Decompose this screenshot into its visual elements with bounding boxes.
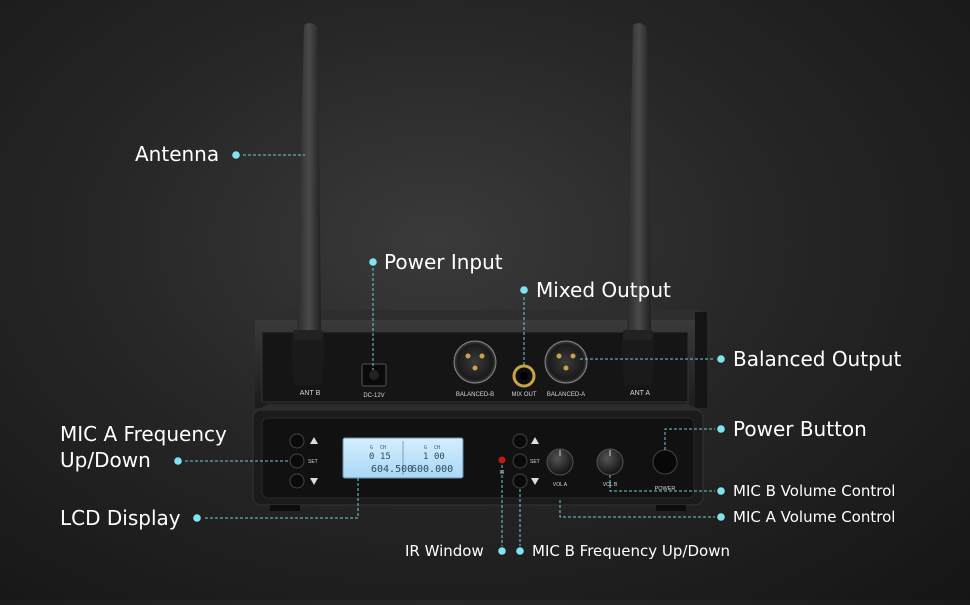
lcd-channel-b: 00 — [434, 452, 445, 462]
leader-lcd — [205, 478, 359, 519]
antenna-b-whip — [297, 23, 321, 330]
set-a-label: SET — [308, 459, 318, 465]
mic-a-down-button[interactable] — [289, 473, 305, 489]
callout-balanced-output: Balanced Output — [733, 347, 902, 371]
callout-mic-a-freq-line1: MIC A Frequency — [60, 422, 227, 446]
xlr-pin — [479, 353, 485, 359]
xlr-balanced-a — [544, 340, 588, 384]
leader-mic-b-volume — [609, 475, 715, 492]
xlr-pin — [563, 365, 569, 371]
callout-mic-a-volume: MIC A Volume Control — [733, 508, 896, 526]
xlr-pin — [465, 353, 471, 359]
lcd-display: G CH 0 15 604.500 G CH 1 00 600.000 — [342, 437, 464, 479]
antenna-a-base — [621, 340, 655, 385]
ant-a-label: ANT A — [630, 390, 650, 397]
dot-balanced-output — [717, 355, 725, 363]
antenna-a-ring — [623, 330, 653, 340]
balanced-b-label: BALANCED-B — [456, 392, 494, 398]
mic-a-up-button[interactable] — [289, 433, 305, 449]
leader-power-button — [664, 428, 715, 450]
balanced-a-label: BALANCED-A — [547, 392, 585, 398]
up-arrow-icon — [310, 437, 318, 444]
power-label: POWER — [655, 486, 676, 492]
callout-lcd-display: LCD Display — [60, 506, 181, 530]
dot-mic-b-volume — [717, 487, 725, 495]
foot-left — [270, 505, 300, 511]
ant-b-label: ANT B — [300, 390, 321, 397]
mix-out-label: MIX OUT — [512, 392, 537, 398]
dc-jack-hole — [369, 370, 379, 380]
up-arrow-icon — [531, 437, 539, 444]
mic-b-up-button[interactable] — [512, 433, 528, 449]
mic-b-set-button[interactable] — [512, 453, 528, 469]
callout-power-button: Power Button — [733, 417, 867, 441]
mix-out-hole — [520, 372, 528, 380]
rear-unit-side — [695, 312, 707, 408]
callout-mic-b-freq: MIC B Frequency Up/Down — [532, 542, 730, 560]
down-arrow-icon — [531, 478, 539, 485]
callout-ir-window: IR Window — [405, 542, 484, 560]
front-unit-top — [258, 404, 700, 410]
foot-right — [656, 505, 686, 511]
mic-a-volume-knob[interactable] — [546, 448, 574, 476]
lcd-g-label-a: G — [370, 445, 373, 451]
front-unit — [252, 404, 704, 511]
mic-a-set-button[interactable] — [289, 453, 305, 469]
lcd-freq-b: 600.000 — [411, 464, 453, 475]
ir-window-led — [498, 456, 506, 464]
antenna-b — [291, 23, 325, 385]
power-button[interactable] — [652, 449, 678, 475]
xlr-pin — [556, 353, 562, 359]
leader-mic-a-volume — [559, 500, 715, 518]
lcd-group-b: 1 — [423, 452, 428, 462]
dot-mic-a-volume — [717, 513, 725, 521]
dc-label: DC-12V — [363, 393, 384, 399]
set-b-label: SET — [530, 459, 540, 465]
dot-mic-a-freq — [174, 457, 182, 465]
vol-a-label: VOL A — [553, 482, 568, 488]
lcd-g-label-b: G — [424, 445, 427, 451]
leader-lines — [185, 154, 715, 546]
dot-ir-window — [498, 547, 506, 555]
callout-power-input: Power Input — [384, 250, 503, 274]
dot-antenna — [232, 151, 240, 159]
antenna-a-whip — [627, 23, 651, 330]
antenna-b-base — [291, 340, 325, 385]
xlr-pin — [472, 365, 478, 371]
xlr-pin — [570, 353, 576, 359]
down-arrow-icon — [310, 478, 318, 485]
mic-b-down-button[interactable] — [512, 473, 528, 489]
dot-mic-b-freq — [516, 547, 524, 555]
rear-unit-top — [255, 310, 710, 320]
callout-antenna: Antenna — [135, 142, 220, 166]
power-control: POWER — [652, 449, 678, 492]
lcd-freq-a: 604.500 — [371, 464, 413, 475]
lcd-ch-label-b: CH — [434, 445, 440, 451]
rear-connectors — [361, 340, 588, 388]
front-panel — [261, 417, 695, 499]
callout-mixed-output: Mixed Output — [536, 278, 671, 302]
dot-lcd — [193, 514, 201, 522]
xlr-balanced-b — [453, 340, 497, 384]
callout-mic-a-freq-line2: Up/Down — [60, 448, 151, 472]
mic-a-buttons: SET — [289, 433, 318, 489]
dot-power-input — [369, 258, 377, 266]
mic-b-buttons: SET — [512, 433, 540, 489]
lcd-group-a: 0 — [369, 452, 374, 462]
callout-dots — [174, 151, 725, 555]
dot-mixed-output — [520, 286, 528, 294]
antenna-a — [621, 23, 655, 385]
lcd-channel-a: 15 — [380, 452, 391, 462]
rear-panel-labels: ANT B ANT A DC-12V BALANCED-B MIX OUT BA… — [300, 390, 651, 399]
antenna-b-ring — [293, 330, 323, 340]
callout-mic-b-volume: MIC B Volume Control — [733, 482, 896, 500]
dot-power-button — [717, 425, 725, 433]
lcd-ch-label-a: CH — [380, 445, 386, 451]
